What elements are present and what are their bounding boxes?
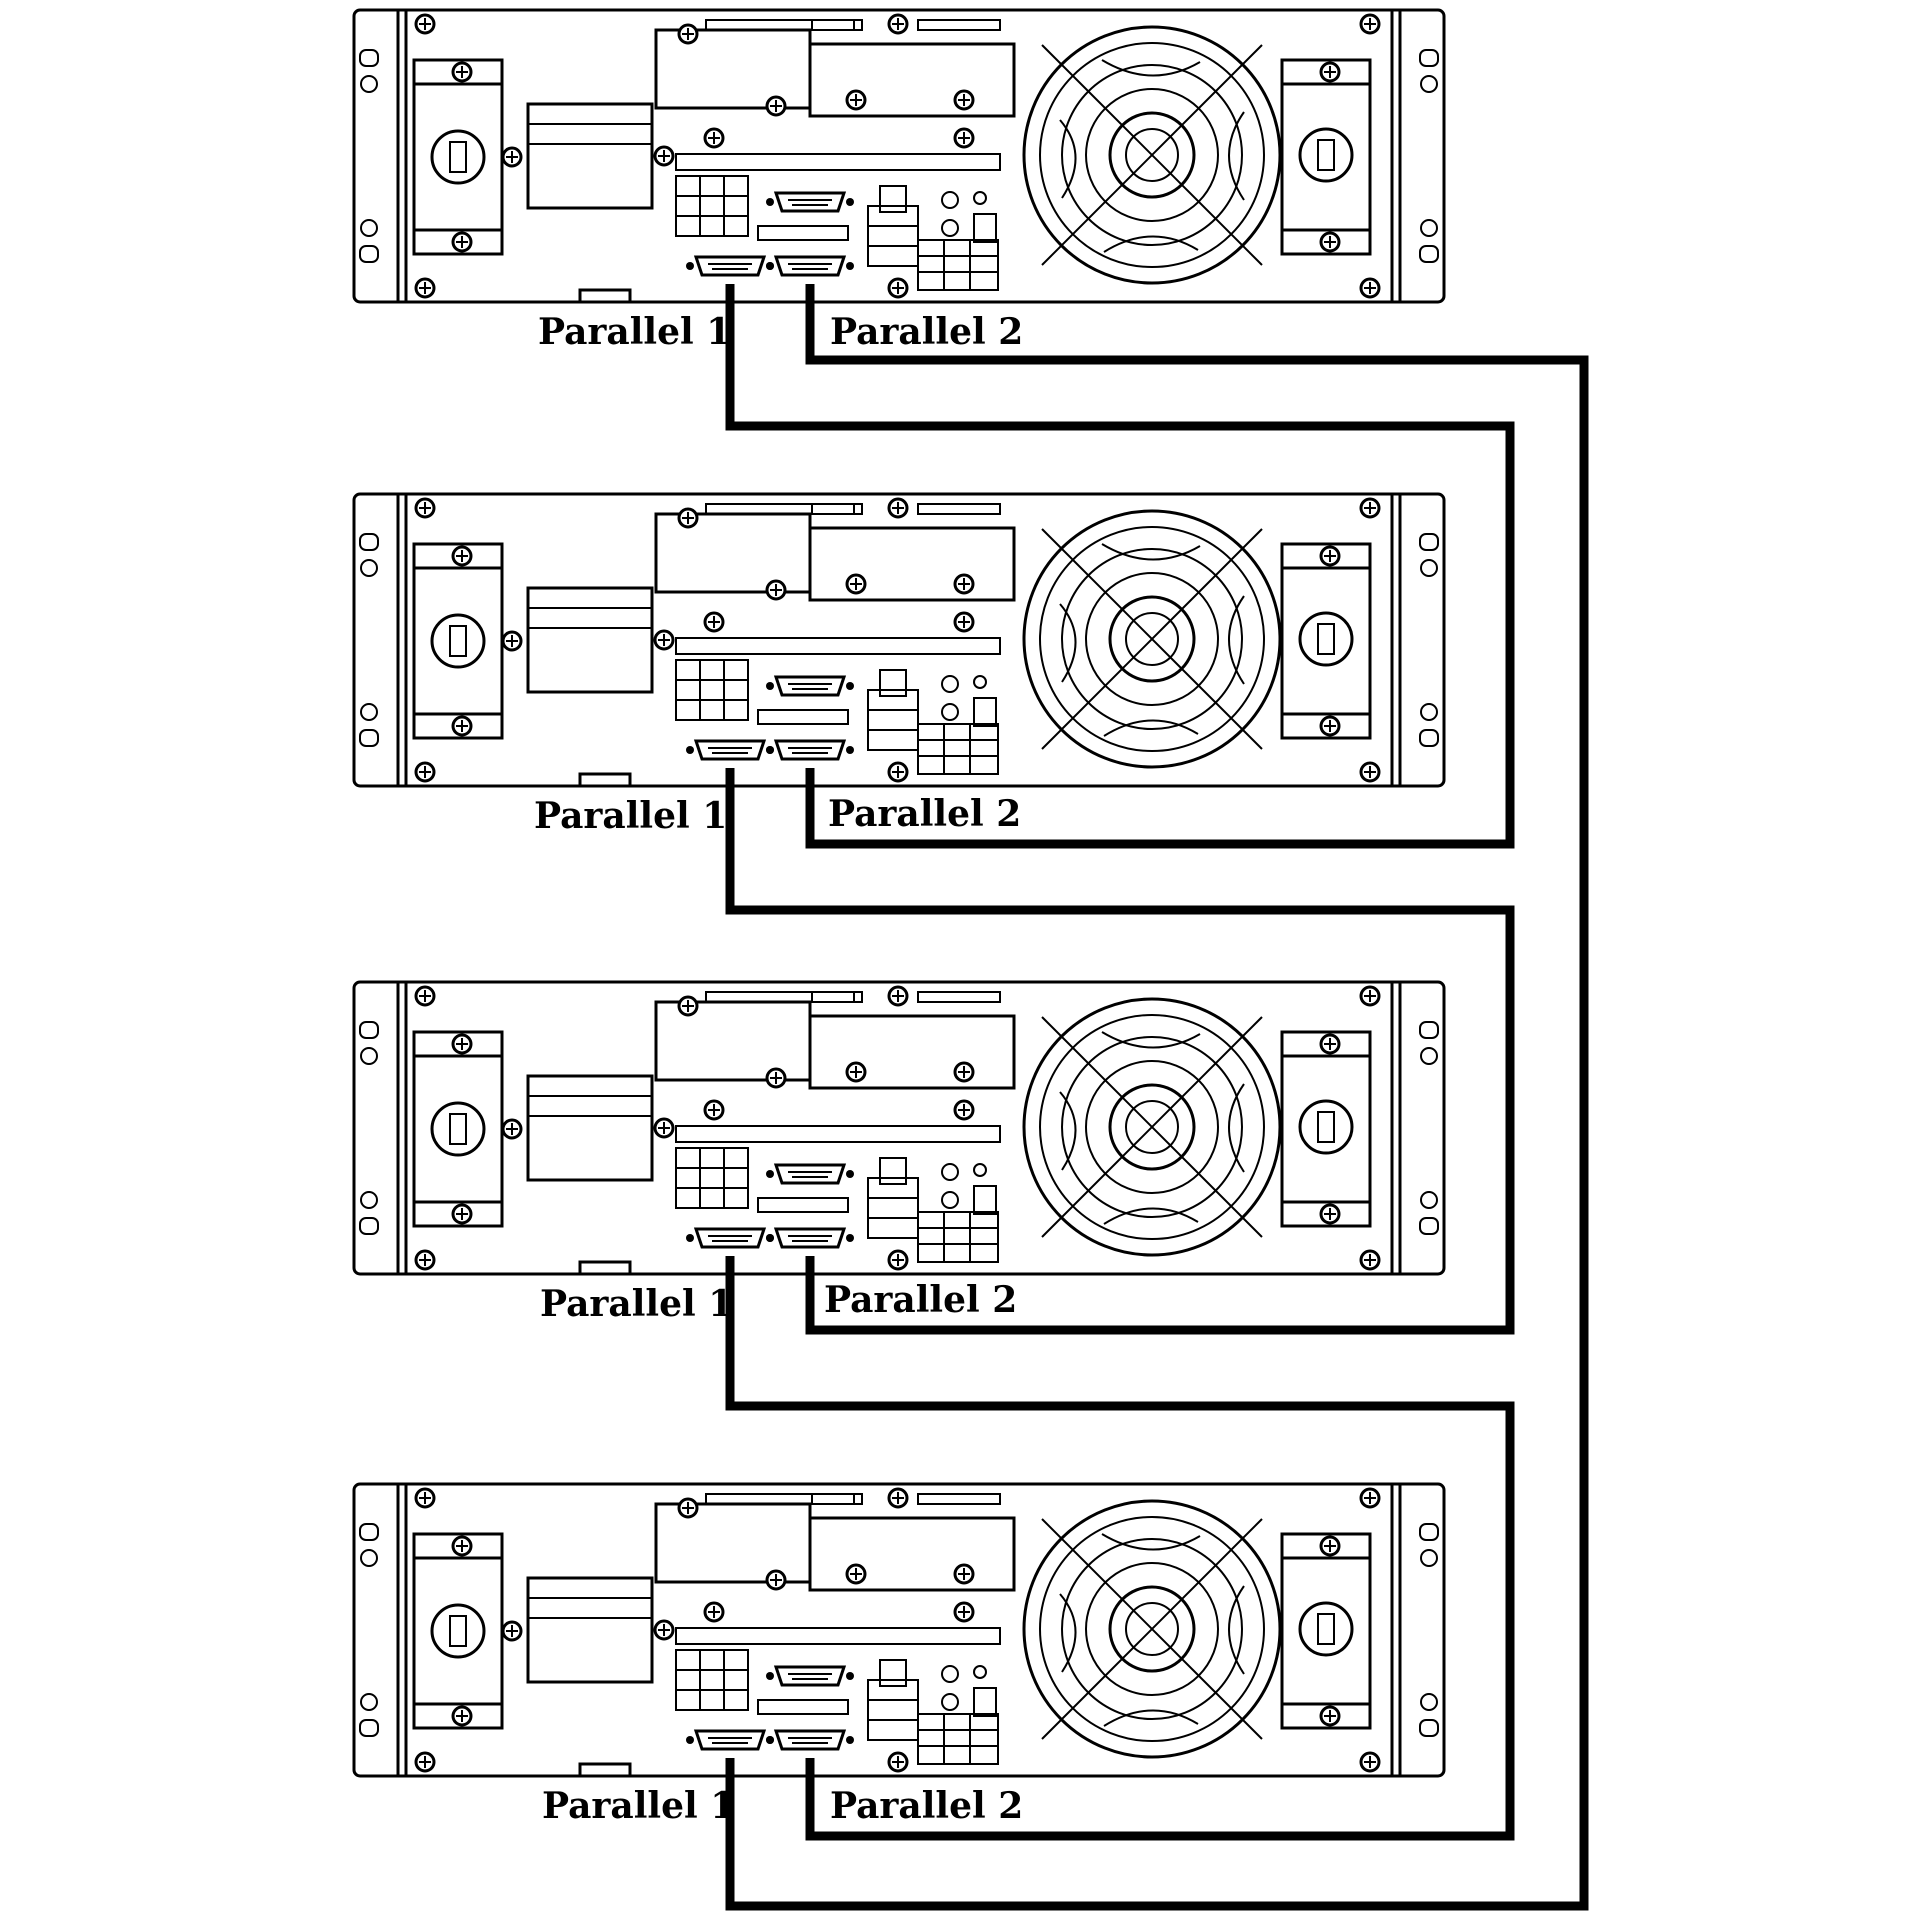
unit-3-parallel-2-label: Parallel 2 (824, 1279, 1017, 1321)
cable-unit1-p1-to-unit2-p2 (725, 284, 1515, 849)
rack-unit-1: Parallel 1 Parallel 2 (354, 10, 1444, 353)
unit-2-parallel-2-label: Parallel 2 (828, 793, 1021, 835)
cable-unit2-p1-to-unit3-p2 (725, 768, 1515, 1335)
unit-1-parallel-1-label: Parallel 1 (538, 311, 731, 353)
unit-1-parallel-2-label: Parallel 2 (830, 311, 1023, 353)
unit-4-parallel-2-label: Parallel 2 (830, 1785, 1023, 1827)
rack-unit-3: Parallel 1 Parallel 2 (354, 982, 1444, 1325)
cable-unit4-p1-to-unit1-p2 (725, 284, 1589, 1911)
cable-unit3-p1-to-unit4-p2 (725, 1256, 1515, 1841)
unit-4-parallel-1-label: Parallel 1 (542, 1785, 735, 1827)
unit-3-parallel-1-label: Parallel 1 (540, 1283, 733, 1325)
rack-unit-2: Parallel 1 Parallel 2 (354, 494, 1444, 837)
unit-2-parallel-1-label: Parallel 1 (534, 795, 727, 837)
rack-unit-4: Parallel 1 Parallel 2 (354, 1484, 1444, 1827)
